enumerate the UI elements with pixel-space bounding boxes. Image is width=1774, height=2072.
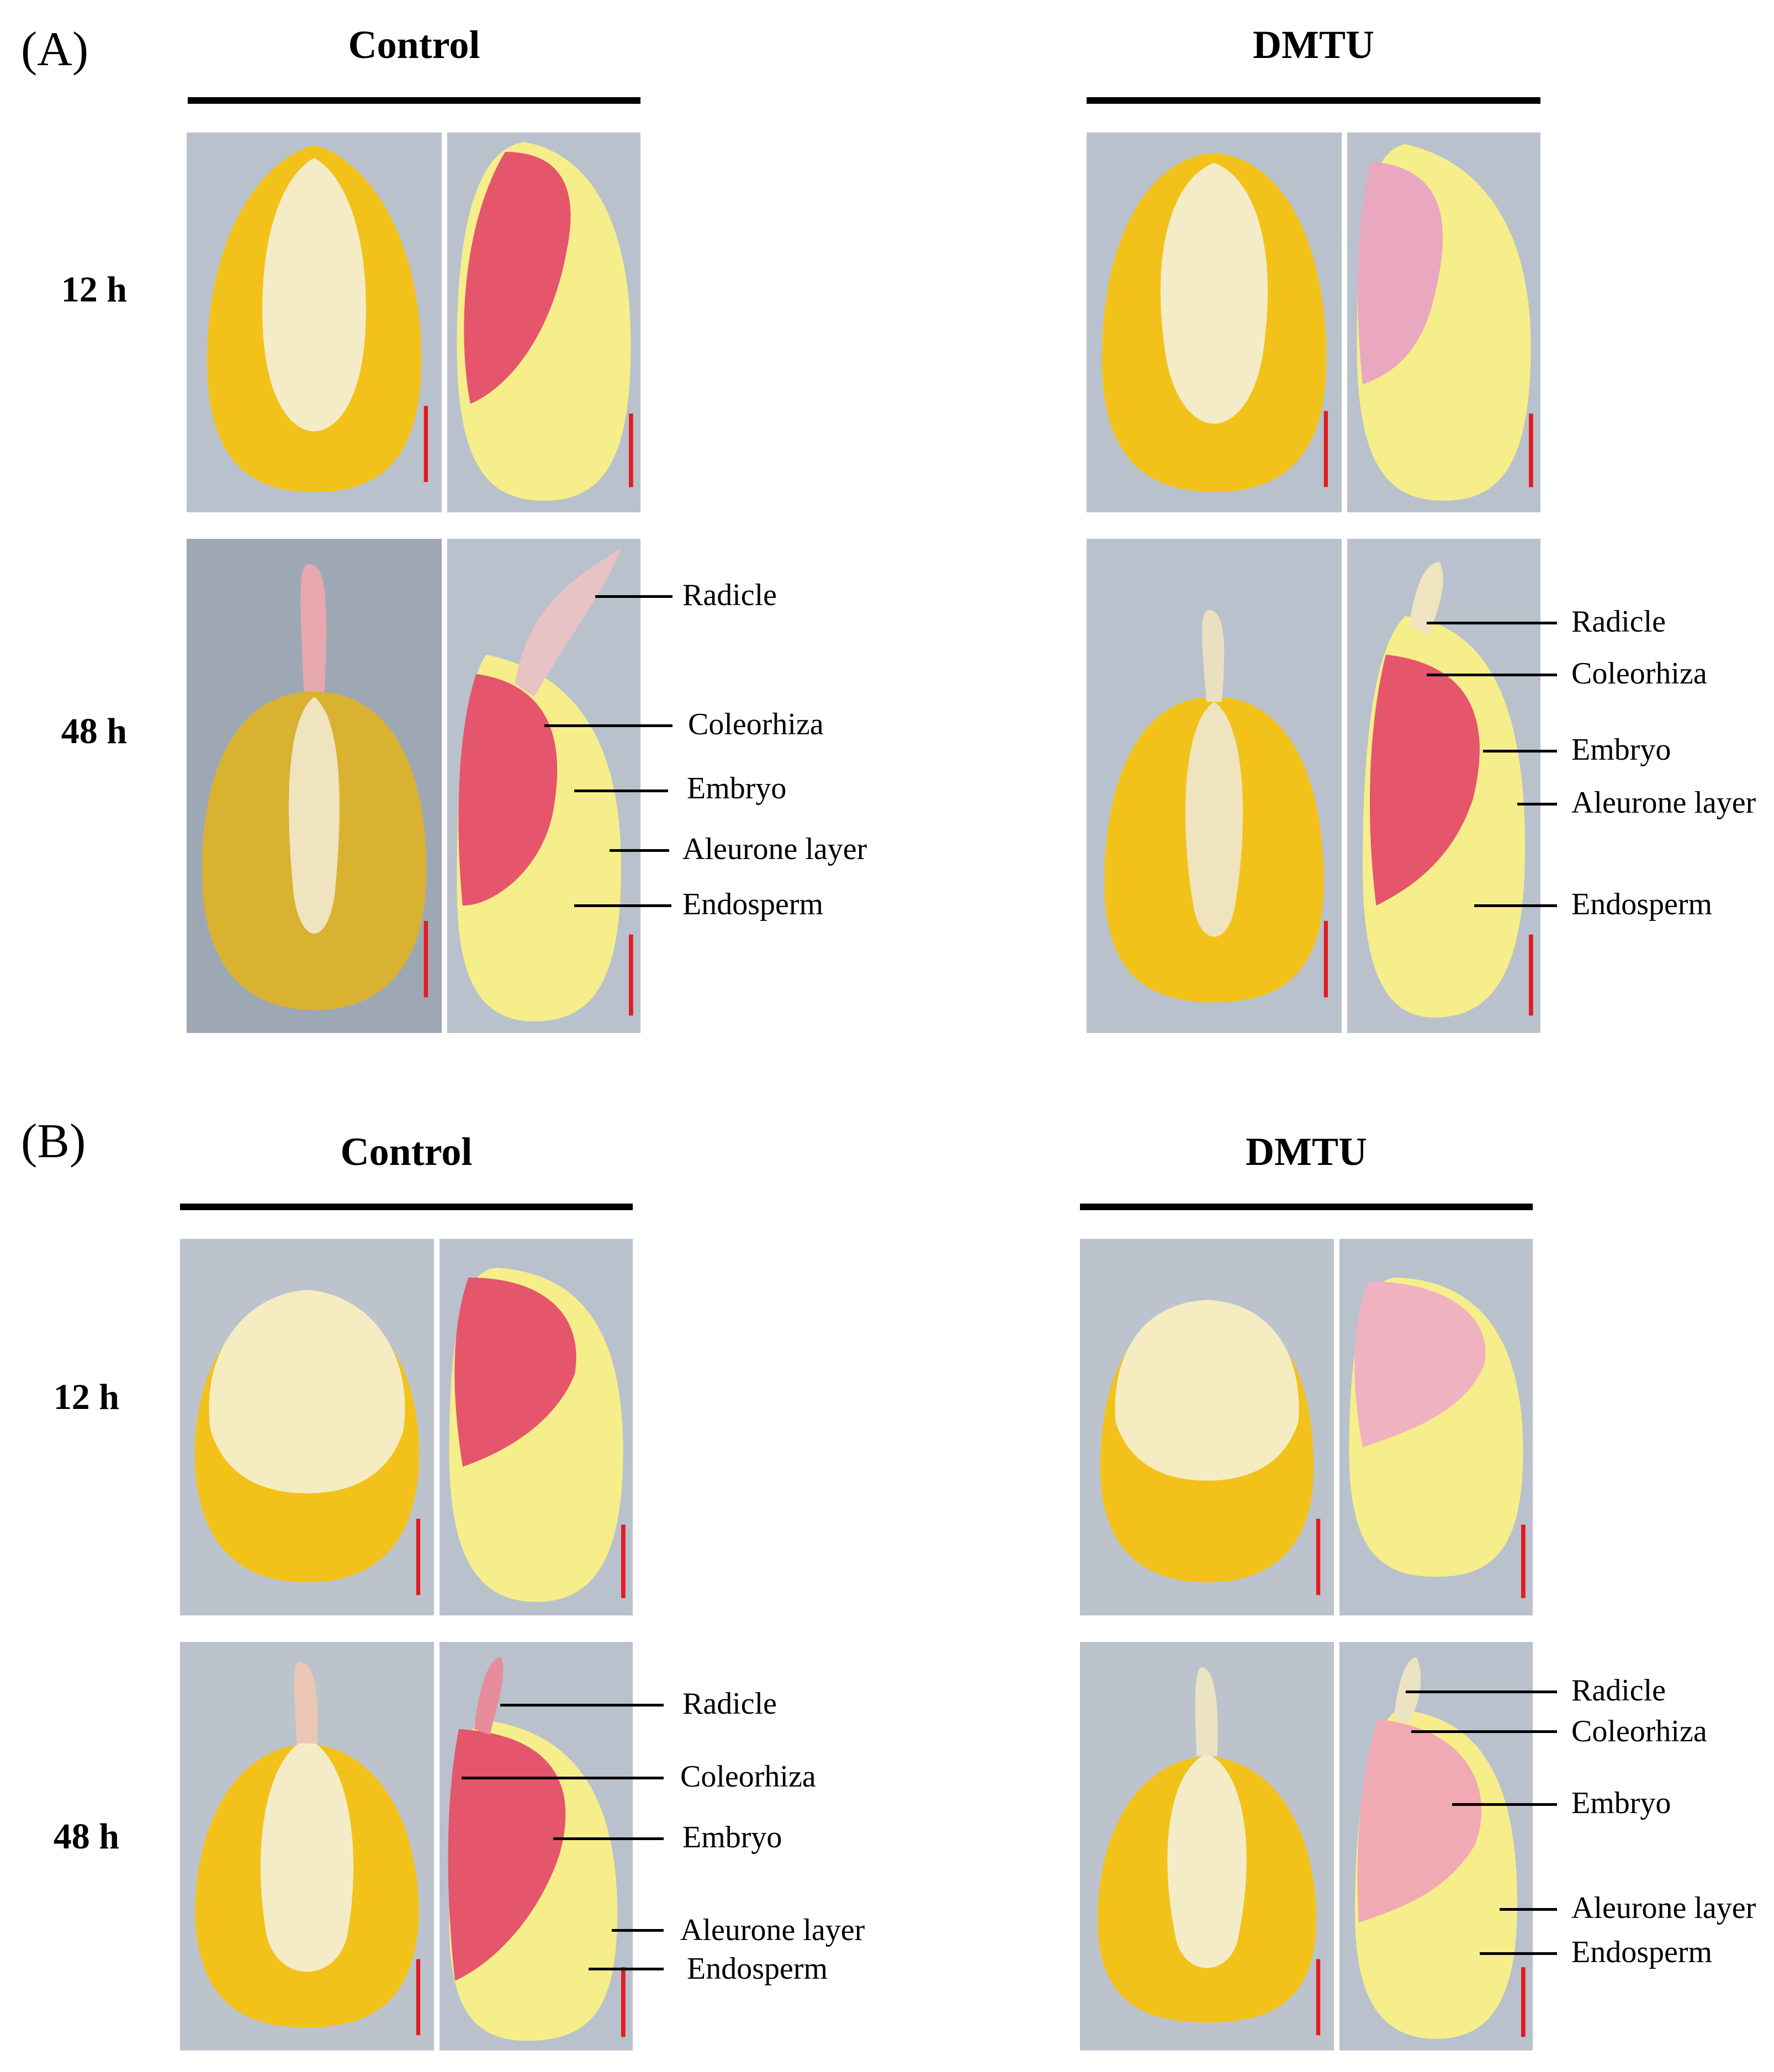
a-dmtu-aleurone-leader <box>1517 803 1557 806</box>
a-control-embryo-leader <box>574 789 668 792</box>
b-control-radicle-label: Radicle <box>682 1687 777 1721</box>
b-control-radicle-leader <box>500 1704 664 1707</box>
a-control-coleorhiza-leader <box>544 724 672 727</box>
kernel-photo-a-dmtu-12h-whole <box>1087 133 1342 512</box>
a-dmtu-coleorhiza-label: Coleorhiza <box>1571 656 1707 691</box>
kernel-photo-b-control-48h-section <box>439 1642 633 2050</box>
panel-a-control-rule <box>188 97 640 104</box>
b-control-aleurone-label: Aleurone layer <box>680 1913 865 1947</box>
panel-a-dmtu-title: DMTU <box>1253 23 1374 67</box>
a-dmtu-endosperm-leader <box>1474 904 1557 907</box>
b-dmtu-endosperm-leader <box>1480 1952 1557 1955</box>
b-control-aleurone-leader <box>612 1929 664 1932</box>
a-dmtu-coleorhiza-leader <box>1427 674 1557 676</box>
b-control-embryo-leader <box>553 1837 664 1840</box>
a-control-radicle-label: Radicle <box>682 578 777 612</box>
kernel-photo-a-dmtu-12h-section <box>1347 133 1540 512</box>
kernel-photo-a-control-12h-whole <box>187 133 442 512</box>
b-control-endosperm-label: Endosperm <box>687 1952 828 1986</box>
panel-b-dmtu-title: DMTU <box>1246 1130 1367 1174</box>
kernel-photo-a-control-48h-section <box>447 539 640 1033</box>
b-dmtu-aleurone-leader <box>1500 1908 1557 1911</box>
b-dmtu-coleorhiza-leader <box>1411 1730 1557 1733</box>
kernel-photo-b-dmtu-12h-section <box>1339 1239 1533 1615</box>
b-dmtu-endosperm-label: Endosperm <box>1571 1935 1713 1969</box>
b-control-embryo-label: Embryo <box>682 1820 782 1854</box>
kernel-photo-b-control-12h-section <box>439 1239 633 1615</box>
kernel-photo-a-dmtu-48h-section <box>1347 539 1540 1033</box>
b-control-coleorhiza-label: Coleorhiza <box>680 1760 816 1794</box>
panel-a-row-label-12h: 12 h <box>61 269 127 310</box>
a-control-embryo-label: Embryo <box>687 771 787 806</box>
b-dmtu-embryo-label: Embryo <box>1571 1786 1671 1820</box>
a-dmtu-embryo-leader <box>1483 750 1557 753</box>
b-control-endosperm-leader <box>589 1968 664 1970</box>
b-dmtu-coleorhiza-label: Coleorhiza <box>1571 1714 1707 1748</box>
panel-b-dmtu-rule <box>1080 1204 1533 1210</box>
panel-b-control-title: Control <box>340 1130 473 1174</box>
panel-a-letter: (A) <box>21 23 89 76</box>
a-control-aleurone-label: Aleurone layer <box>682 832 867 866</box>
a-dmtu-radicle-label: Radicle <box>1571 605 1666 639</box>
a-control-coleorhiza-label: Coleorhiza <box>688 707 824 741</box>
panel-b-control-rule <box>180 1204 633 1210</box>
kernel-photo-b-control-48h-whole <box>180 1642 434 2050</box>
a-control-aleurone-leader <box>610 849 669 852</box>
panel-b-letter: (B) <box>21 1115 86 1168</box>
b-dmtu-aleurone-label: Aleurone layer <box>1571 1891 1756 1925</box>
kernel-photo-b-dmtu-48h-section <box>1339 1642 1533 2050</box>
kernel-photo-a-control-12h-section <box>447 133 640 512</box>
b-dmtu-embryo-leader <box>1452 1803 1557 1806</box>
a-control-endosperm-leader <box>574 904 671 907</box>
kernel-photo-b-dmtu-12h-whole <box>1080 1239 1334 1615</box>
a-control-endosperm-label: Endosperm <box>682 887 824 921</box>
b-dmtu-radicle-label: Radicle <box>1571 1673 1666 1708</box>
a-control-radicle-leader <box>595 595 672 598</box>
kernel-photo-b-dmtu-48h-whole <box>1080 1642 1334 2050</box>
a-dmtu-endosperm-label: Endosperm <box>1571 887 1713 921</box>
panel-a-dmtu-rule <box>1087 97 1540 104</box>
panel-a-row-label-48h: 48 h <box>61 711 127 751</box>
kernel-photo-a-control-48h-whole <box>187 539 442 1033</box>
a-dmtu-aleurone-label: Aleurone layer <box>1571 786 1756 820</box>
a-dmtu-embryo-label: Embryo <box>1571 733 1671 767</box>
panel-b-row-label-12h: 12 h <box>53 1377 119 1417</box>
kernel-photo-b-control-12h-whole <box>180 1239 434 1615</box>
a-dmtu-radicle-leader <box>1427 622 1557 624</box>
kernel-photo-a-dmtu-48h-whole <box>1087 539 1342 1033</box>
panel-a-control-title: Control <box>348 23 480 67</box>
panel-b-row-label-48h: 48 h <box>53 1816 119 1857</box>
b-dmtu-radicle-leader <box>1406 1691 1557 1693</box>
b-control-coleorhiza-leader <box>462 1777 664 1779</box>
